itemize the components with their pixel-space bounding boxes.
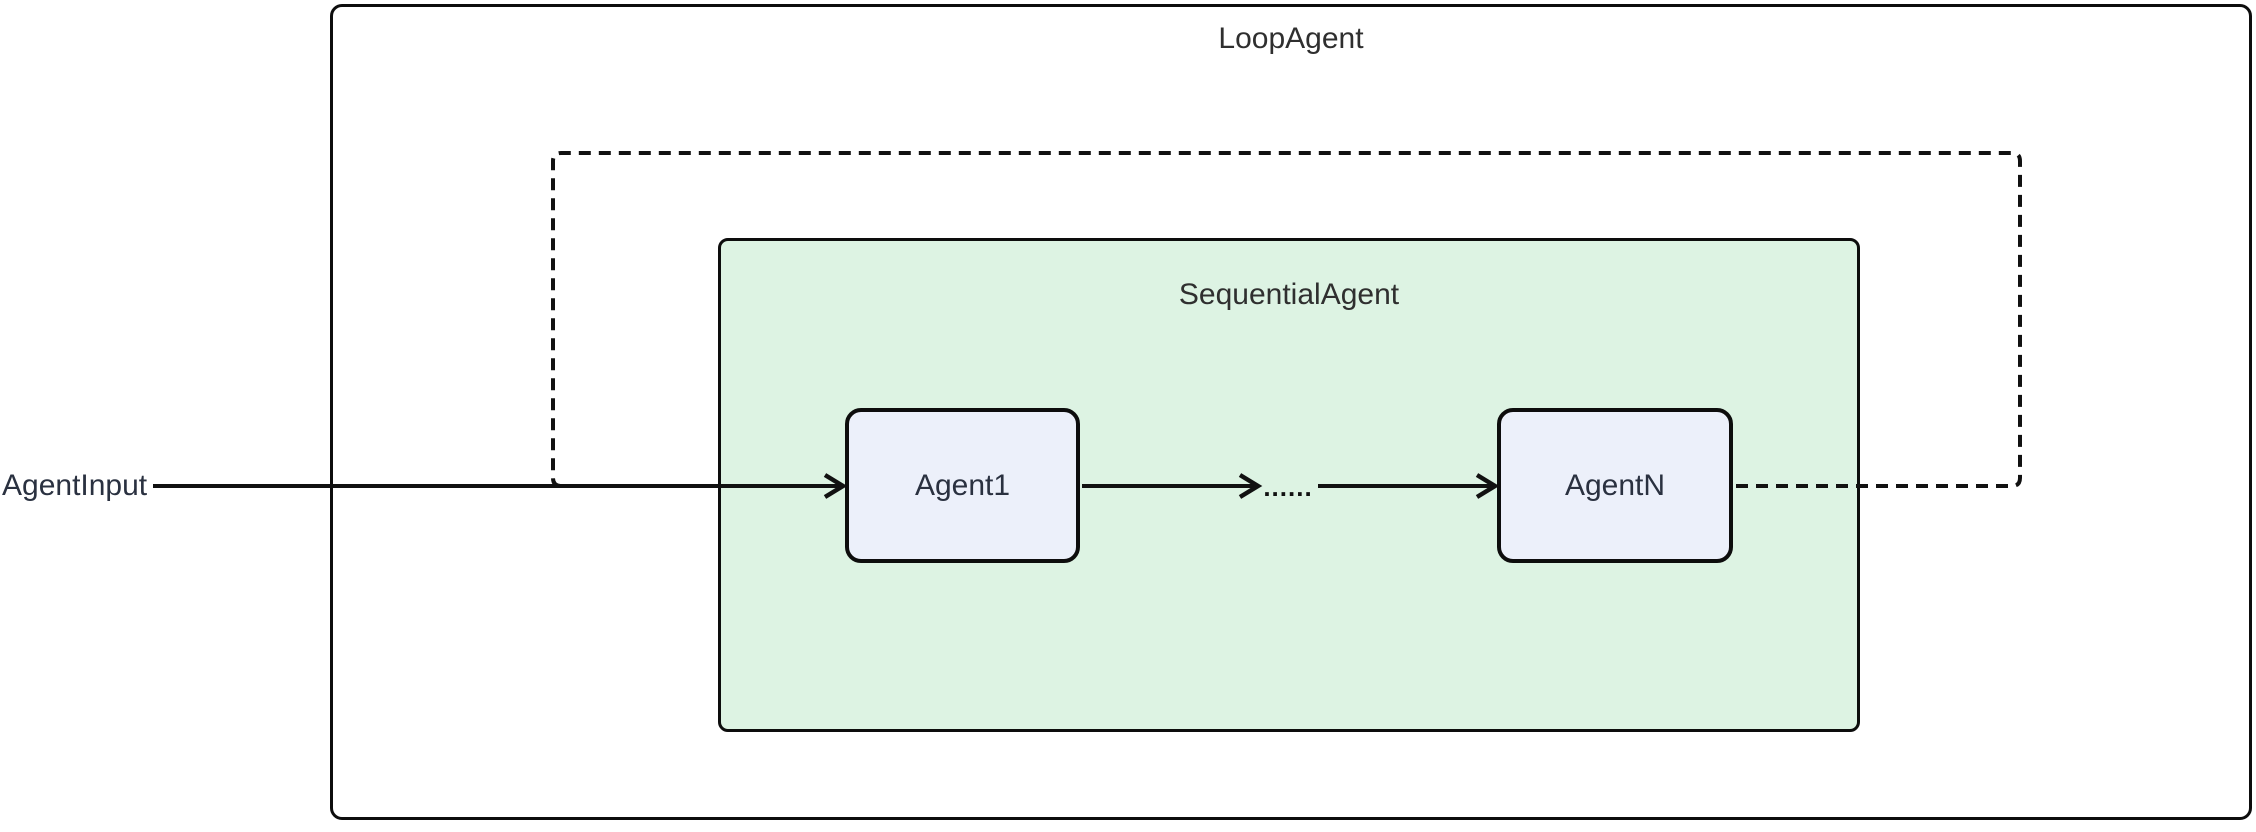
agent-input-label: AgentInput xyxy=(2,469,148,502)
node-agent1-label: Agent1 xyxy=(914,468,1011,502)
loop-agent-label: LoopAgent xyxy=(1218,22,1364,55)
sequential-agent-label: SequentialAgent xyxy=(1178,278,1400,311)
node-agentn: AgentN xyxy=(1497,408,1733,563)
node-agent1: Agent1 xyxy=(845,408,1080,563)
edge-dots-label: ...... xyxy=(1263,472,1313,502)
node-agentn-label: AgentN xyxy=(1564,468,1666,502)
loop-agent-container xyxy=(330,4,2252,820)
